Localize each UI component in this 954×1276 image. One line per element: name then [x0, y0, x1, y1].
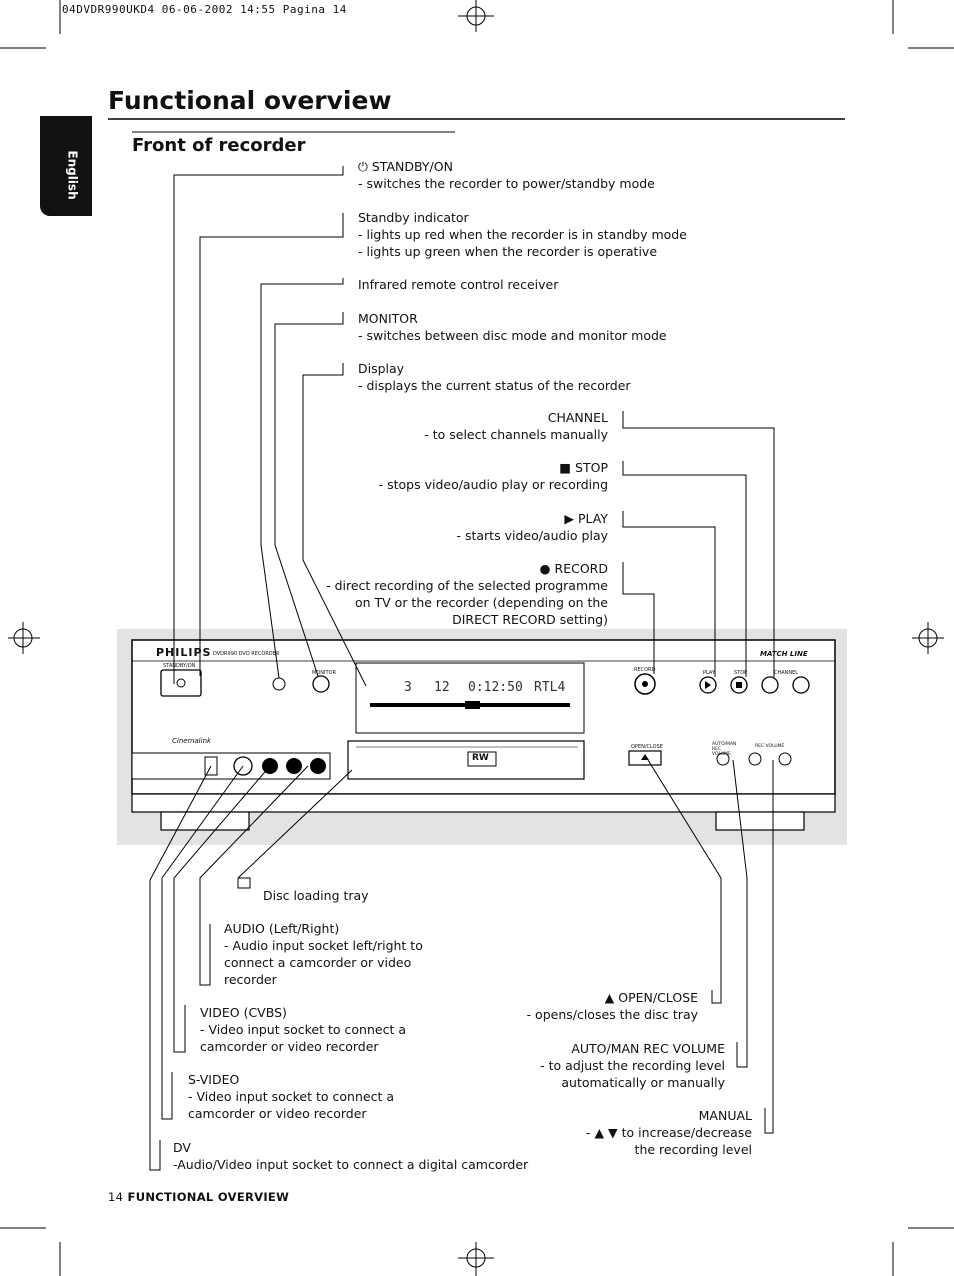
video-label: VIDEO (CVBS) - Video input socket to con… [200, 1005, 406, 1054]
record-icon: ● [539, 561, 551, 576]
section-subtitle: Front of recorder [132, 135, 306, 156]
rw-logo: RW [472, 753, 489, 763]
open-close-label: ▲ OPEN/CLOSE - opens/closes the disc tra… [526, 990, 698, 1022]
down-arrow-icon: ▼ [608, 1125, 618, 1140]
rec-volume-label: AUTO/MAN REC VOLUME - to adjust the reco… [540, 1041, 725, 1090]
eject-icon: ▲ [604, 990, 615, 1005]
standby-indicator-label: Standby indicator - lights up red when t… [358, 210, 687, 259]
device-front-panel [131, 639, 836, 831]
display-track: 3 [404, 680, 413, 695]
device-stop-label: STOP [734, 670, 748, 676]
display-chapter: 12 [434, 680, 450, 695]
device-channel-label: CHANNEL [774, 670, 799, 676]
power-icon: ⏻ [358, 159, 368, 174]
record-label: ● RECORD - direct recording of the selec… [326, 561, 608, 627]
stop-label: ■ STOP - stops video/audio play or recor… [378, 460, 608, 492]
play-label: ▶ PLAY - starts video/audio play [456, 511, 608, 543]
device-recvol-label: AUTO/MAN REC VOLUME [712, 742, 737, 757]
print-slug: 04DVDR990UKD4 06-06-2002 14:55 Pagina 14 [62, 3, 347, 16]
device-brand: PHILIPS [156, 646, 212, 659]
up-arrow-icon: ▲ [594, 1125, 605, 1140]
device-cinemalink-logo: Cinemalink [172, 737, 212, 745]
stop-icon: ■ [559, 460, 572, 475]
device-record-label: RECORD [634, 667, 656, 673]
device-standby-label: STANDBY/ON [163, 663, 196, 669]
audio-label: AUDIO (Left/Right) - Audio input socket … [224, 921, 423, 987]
page-title: Functional overview [108, 86, 392, 115]
standby-label: ⏻ STANDBY/ON - switches the recorder to … [358, 159, 655, 191]
device-play-label: PLAY [703, 670, 716, 676]
disc-tray-label: Disc loading tray [263, 888, 369, 903]
device-monitor-label: MONITOR [312, 670, 336, 676]
dv-label: DV -Audio/Video input socket to connect … [173, 1140, 529, 1172]
device-open-label: OPEN/CLOSE [631, 744, 663, 750]
page-footer: 14 FUNCTIONAL OVERVIEW [108, 1190, 289, 1204]
device-model: DVDR990 DVD RECORDER [213, 651, 280, 657]
device-recvol2-label: REC VOLUME [755, 744, 785, 749]
channel-label: CHANNEL - to select channels manually [424, 410, 608, 442]
ir-receiver-label: Infrared remote control receiver [358, 277, 559, 292]
display-channel: RTL4 [534, 680, 566, 695]
language-tab: English [40, 116, 92, 216]
svideo-label: S-VIDEO - Video input socket to connect … [188, 1072, 394, 1121]
leader-lines [149, 166, 775, 1171]
display-label: Display - displays the current status of… [358, 361, 631, 393]
language-tab-label: English [65, 150, 80, 200]
play-icon: ▶ [564, 511, 574, 526]
display-time: 0:12:50 [468, 680, 523, 695]
monitor-label: MONITOR - switches between disc mode and… [358, 311, 667, 343]
device-matchline: MATCH LINE [760, 650, 808, 658]
page-number: 14 [108, 1190, 124, 1204]
footer-section: FUNCTIONAL OVERVIEW [127, 1190, 290, 1204]
manual-label: MANUAL - ▲ ▼ to increase/decrease the re… [585, 1108, 752, 1157]
